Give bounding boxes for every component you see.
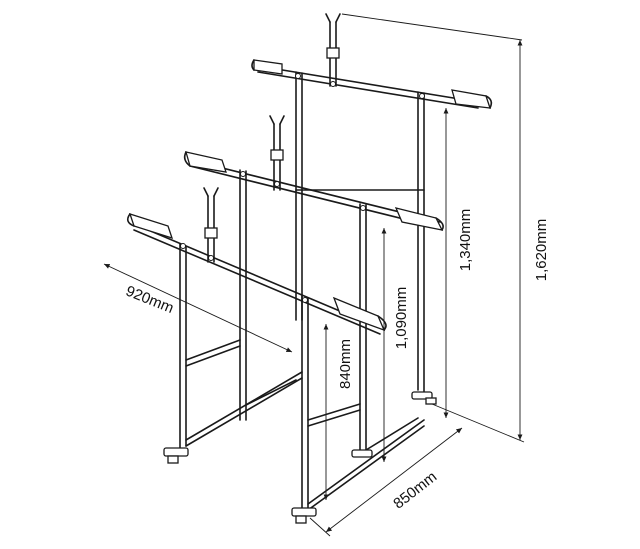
top-right-wheel-tray <box>451 89 493 109</box>
upper-height-label: 1,340mm <box>457 209 474 272</box>
lower-height-label: 840mm <box>337 339 354 389</box>
top-left-wheel-tray <box>251 59 283 75</box>
top-tier-rail <box>257 65 479 393</box>
middle-left-wheel-tray <box>183 151 227 173</box>
middle-clamp-arm <box>269 115 285 191</box>
left-side-braces <box>185 339 303 447</box>
depth-label: 920mm <box>123 283 176 318</box>
bottom-clamp-arm <box>203 187 219 263</box>
width-label: 850mm <box>390 468 440 512</box>
top-clamp-arm <box>325 13 341 87</box>
fasteners <box>180 73 425 303</box>
middle-right-wheel-tray <box>394 207 444 231</box>
middle-height-label: 1,090mm <box>393 287 410 350</box>
dimension-lines <box>103 13 525 537</box>
stand-frame <box>126 13 493 524</box>
bottom-left-wheel-tray <box>126 212 174 240</box>
overall-height-label: 1,620mm <box>533 219 550 282</box>
